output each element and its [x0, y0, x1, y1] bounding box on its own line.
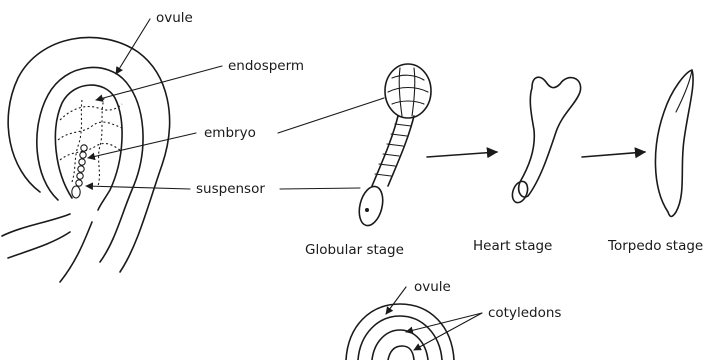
bottom-ovule-outer	[346, 304, 454, 360]
bottom-ovule-innermost	[372, 330, 428, 360]
bottom-cotyledon	[388, 346, 414, 360]
suspensor-to-globular-line	[280, 188, 360, 189]
suspensor-leader	[86, 186, 190, 189]
ovule-label: ovule	[156, 10, 193, 26]
globular-suspensor-right	[388, 116, 414, 186]
endosperm-leader	[96, 66, 222, 100]
funiculus	[60, 222, 92, 282]
cotyledons-leader-1	[406, 313, 482, 332]
stage-arrow-1	[427, 152, 497, 157]
endosperm-cells-2	[58, 122, 122, 140]
cotyledons-leader-2	[414, 313, 482, 350]
micropyle-left	[2, 214, 70, 236]
outer-integument	[8, 37, 169, 272]
leader-lines	[86, 19, 384, 189]
ovule-section	[2, 37, 170, 282]
endosperm-cells	[60, 104, 122, 120]
globular-stage-label: Globular stage	[305, 242, 404, 258]
heart-stage-label: Heart stage	[473, 238, 552, 254]
endosperm-cells-4	[72, 100, 82, 182]
bottom-ovule-inner	[358, 316, 442, 360]
cotyledons-label: cotyledons	[488, 305, 561, 321]
torpedo-stage-label: Torpedo stage	[607, 238, 703, 254]
suspensor-label: suspensor	[196, 181, 265, 197]
endosperm-cells-5	[98, 98, 104, 186]
inner-integument	[37, 67, 143, 262]
endosperm-label: endosperm	[228, 58, 304, 74]
embryo-label: embryo	[204, 125, 256, 141]
bottom-ovule	[346, 287, 482, 360]
bottom-ovule-leader	[386, 287, 406, 314]
basal-cell-nucleus	[365, 208, 369, 212]
micropyle-base	[8, 232, 70, 258]
embryo-to-globular-line	[278, 98, 384, 133]
ovule-leader	[116, 19, 150, 74]
embryo-sac	[55, 85, 122, 210]
heart-stage-embryo	[519, 77, 581, 197]
bottom-ovule-label: ovule	[414, 279, 451, 295]
globular-embryo-proper	[385, 64, 431, 118]
torpedo-stage-embryo	[655, 70, 693, 217]
basal-cell	[355, 184, 386, 228]
stage-arrow-2	[582, 152, 645, 157]
globular-stage-embryo	[355, 64, 431, 228]
